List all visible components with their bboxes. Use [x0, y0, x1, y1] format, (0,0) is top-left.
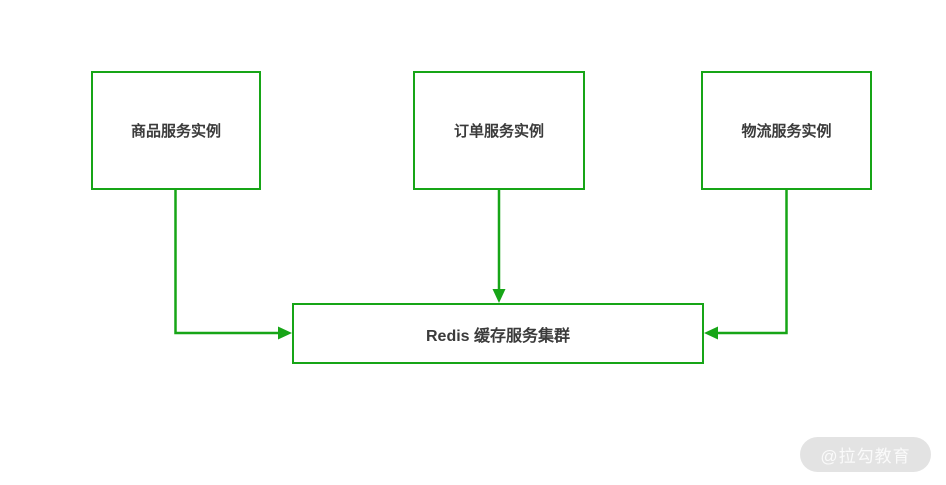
node-logistics-service: 物流服务实例 [701, 71, 872, 190]
connector-product-to-redis [174, 190, 279, 335]
node-order-service: 订单服务实例 [413, 71, 585, 190]
node-product-service-label: 商品服务实例 [130, 123, 221, 140]
node-order-service-label: 订单服务实例 [453, 123, 544, 140]
node-product-service: 商品服务实例 [91, 71, 261, 190]
arrowhead-left-icon [704, 326, 718, 340]
node-redis-cluster-label: Redis 缓存服务集群 [425, 327, 571, 345]
node-redis-cluster: Redis 缓存服务集群 [292, 303, 704, 364]
watermark-badge: @拉勾教育 [800, 437, 931, 472]
node-logistics-service-label: 物流服务实例 [741, 123, 832, 140]
arrowhead-down-icon [492, 289, 506, 303]
connector-logistics-to-redis [717, 190, 788, 335]
arrowhead-right-icon [278, 326, 292, 340]
watermark-label: @拉勾教育 [820, 447, 911, 466]
